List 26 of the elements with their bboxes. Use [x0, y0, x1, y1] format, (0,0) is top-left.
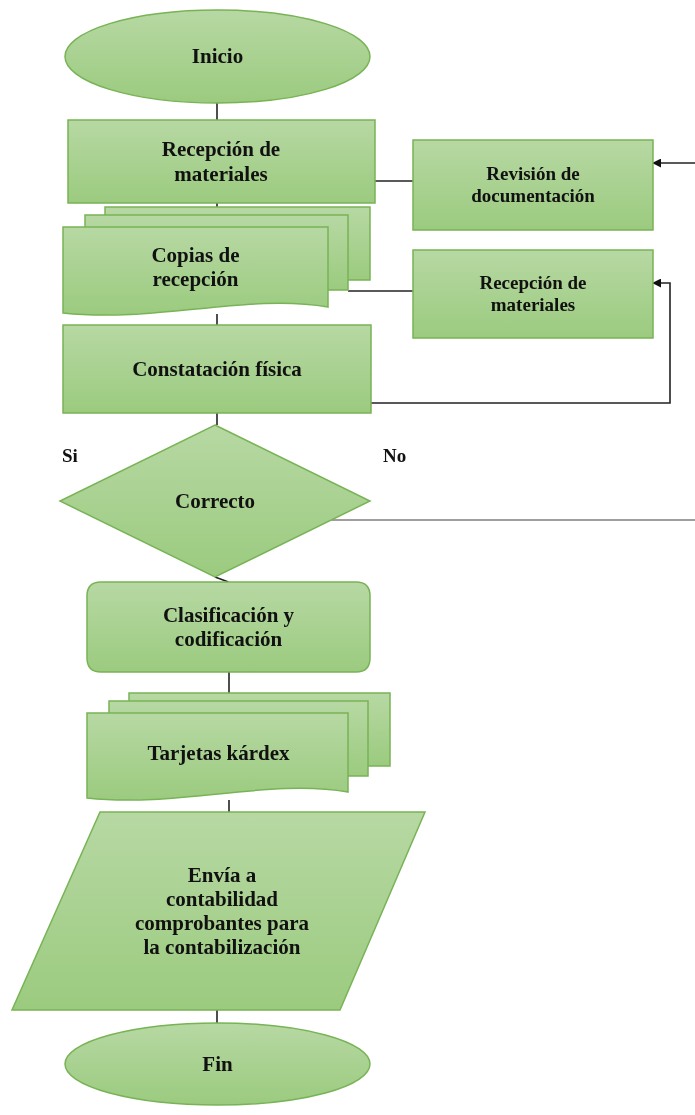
connector-line — [216, 202, 218, 208]
connector-line — [214, 576, 230, 583]
connector-line — [228, 671, 230, 694]
branch-label: Si — [62, 445, 78, 467]
node-text: Clasificación y codificación — [161, 602, 296, 652]
connector-line — [216, 412, 218, 426]
node-text: Copias de recepción — [150, 242, 241, 292]
connector-line — [216, 313, 218, 326]
node-text: Constatación física — [132, 356, 302, 382]
connector-line — [216, 102, 218, 121]
node-text: Recepción de materiales — [160, 137, 282, 186]
connector-line — [216, 1009, 218, 1024]
connector-line — [228, 799, 230, 813]
connector-line — [374, 180, 414, 182]
node-text: Inicio — [191, 44, 244, 69]
connector-line — [347, 290, 414, 292]
node-text: Tarjetas kárdex — [147, 740, 290, 766]
arrow — [652, 158, 695, 168]
node-text: Revisión de documentación — [470, 163, 596, 207]
branch-label: No — [383, 445, 407, 467]
arrow — [370, 278, 671, 404]
node-text: Recepción de materiales — [478, 272, 588, 316]
connector-line — [330, 519, 695, 521]
node-text: Correcto — [174, 488, 256, 514]
node-text: Envía a contabilidad comprobantes para la contabilización — [134, 862, 310, 960]
node-text: Fin — [202, 1051, 233, 1077]
